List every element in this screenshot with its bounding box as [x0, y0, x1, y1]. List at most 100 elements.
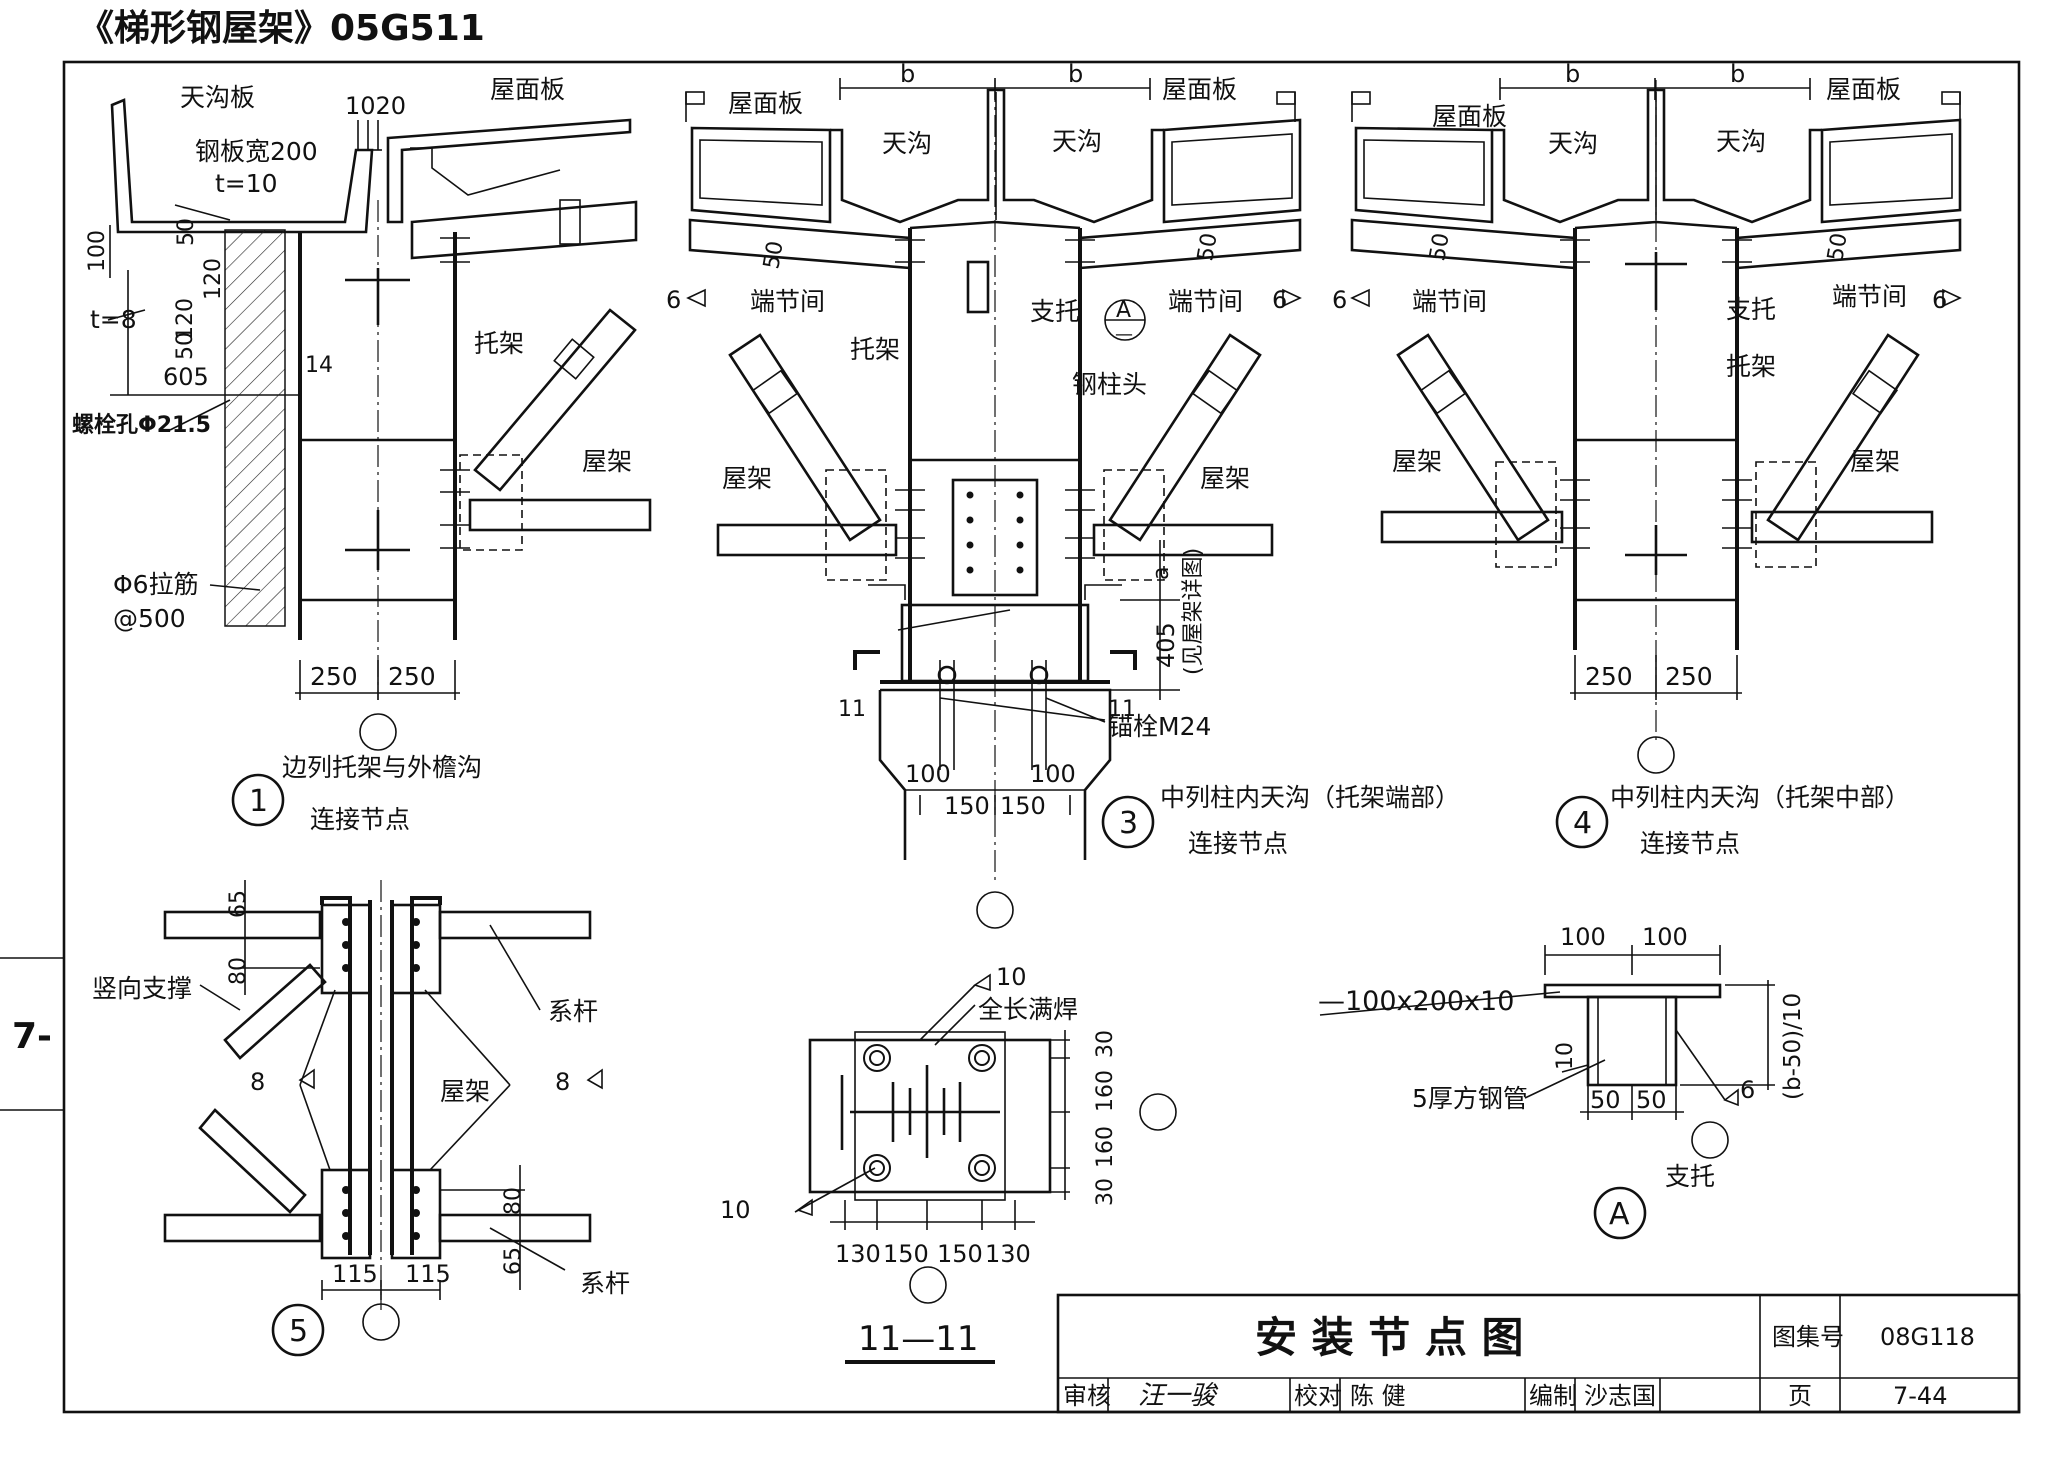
tie-bar-label: Φ6拉筋 [113, 570, 199, 599]
dim-50-right: 50 [1823, 231, 1852, 263]
roof-panel-right: 屋面板 [1826, 75, 1901, 104]
detail-4-caption-line1: 中列柱内天沟（托架中部） [1610, 783, 1910, 812]
detail-3-number: 3 [1119, 806, 1138, 841]
detail-5-number-circle [271, 1303, 325, 1357]
dim-115-left: 115 [332, 1260, 378, 1288]
weld-6-right: 6 [1932, 286, 1947, 314]
detail-1-number: 1 [249, 784, 268, 819]
support-truss-label: 托架 [850, 335, 900, 364]
anchor-bolt-label: 锚栓M24 [1108, 712, 1211, 741]
detail-4: b b 屋面板 屋面板 天沟 天沟 50 50 端节间 端节间 6 6 支托 托… [1332, 60, 1962, 858]
dim-100: 100 [85, 230, 110, 272]
roof-panel-right: 屋面板 [1162, 75, 1237, 104]
vertical-brace-label: 竖向支撑 [92, 974, 192, 1003]
detail-4-number-circle [1555, 795, 1609, 849]
section-mark-11-right: 11 [1108, 697, 1136, 722]
drawing-title: 安 装 节 点 图 [1255, 1313, 1524, 1362]
dim-80-top: 80 [226, 957, 251, 985]
side-tab: 7- [0, 957, 64, 1111]
roof-truss-left: 屋架 [1392, 447, 1442, 476]
plate-width-label: 钢板宽200 [195, 137, 318, 166]
checker-name: 陈 健 [1350, 1382, 1406, 1410]
detail-3-caption-line1: 中列柱内天沟（托架端部） [1160, 783, 1460, 812]
dim-50-left: 50 [1590, 1086, 1621, 1114]
dim-150-left: 150 [944, 792, 990, 820]
dim-100-right: 100 [1030, 760, 1076, 788]
end-panel-right: 端节间 [1168, 287, 1243, 316]
dim-250-left: 250 [1585, 662, 1633, 691]
detail-a-ref: A [1609, 1197, 1630, 1232]
dim-50-right: 50 [1636, 1086, 1667, 1114]
page-number: 7-44 [1893, 1382, 1947, 1410]
masonry-wall [224, 229, 286, 627]
detail-1: 天沟板 屋面板 1020 钢板宽200 t=10 t=8 100 50 120 … [72, 75, 652, 834]
plate-thickness-label: t=10 [215, 169, 278, 198]
weld-10-bottom-label: 10 [720, 1196, 751, 1224]
atlas-number-label: 图集号 [1772, 1323, 1844, 1351]
dim-50-right: 50 [1193, 231, 1222, 263]
review-label: 审核 [1063, 1382, 1111, 1410]
see-truss-note: (见屋架详图) [1181, 548, 1206, 675]
dim-b50-label: (b-50)/10 [1780, 993, 1806, 1100]
weld-8-right: 8 [555, 1068, 570, 1096]
weld-6-label: 6 [1740, 1076, 1755, 1104]
atlas-number: 08G118 [1880, 1323, 1975, 1351]
dim-100-left: 100 [1560, 923, 1606, 951]
roof-truss-right: 屋架 [1200, 464, 1250, 493]
drawing-header-title: 《梯形钢屋架》05G511 [78, 8, 485, 49]
dim-100-right: 100 [1642, 923, 1688, 951]
dim-605: 605 [163, 363, 209, 391]
end-panel-left: 端节间 [1412, 287, 1487, 316]
dim-115-right: 115 [405, 1260, 451, 1288]
gutter-left: 天沟 [1548, 129, 1598, 158]
dim-30-bottom: 30 [1093, 1178, 1118, 1206]
roof-panel-label: 屋面板 [490, 75, 565, 104]
compile-label: 编制 [1529, 1382, 1577, 1410]
gutter-board-label: 天沟板 [180, 83, 255, 112]
detail-3-number-circle [1101, 795, 1155, 849]
dim-50b: 50 [173, 332, 198, 360]
gutter-right: 天沟 [1052, 127, 1102, 156]
page-label: 页 [1788, 1382, 1812, 1410]
end-panel-left: 端节间 [750, 287, 825, 316]
dim-150-right: 150 [937, 1240, 983, 1268]
tie-rod-top-label: 系杆 [548, 997, 598, 1026]
dim-250-right: 250 [1665, 662, 1713, 691]
plate-label: —100x200x10 [1318, 986, 1514, 1017]
t8-label: t=8 [90, 305, 137, 334]
detail-5-number: 5 [289, 1314, 308, 1349]
weld-6-left: 6 [666, 286, 681, 314]
dim-250-right: 250 [388, 662, 436, 691]
side-tab-label: 7- [12, 1016, 52, 1057]
section-11-11: 10 全长满焊 30 160 160 30 10 130 150 150 130… [720, 963, 1177, 1364]
dim-150-right: 150 [1000, 792, 1046, 820]
weld-10-label: 10 [996, 963, 1027, 991]
check-label: 校对 [1294, 1382, 1342, 1410]
dim-405: 405 [1152, 622, 1180, 668]
gutter-left: 天沟 [882, 129, 932, 158]
drawing-frame [62, 60, 2021, 1414]
detail-3: b b 屋面板 屋面板 天沟 天沟 50 50 端节间 端节间 6 6 托架 支… [666, 60, 1460, 929]
ref-a: A [1116, 298, 1131, 323]
roof-truss-left: 屋架 [722, 464, 772, 493]
detail-1-caption-line2: 连接节点 [310, 805, 410, 834]
roof-truss-label: 屋架 [440, 1077, 490, 1106]
dim-30-top: 30 [1093, 1030, 1118, 1058]
dim-130-left: 130 [835, 1240, 881, 1268]
roof-panel-left: 屋面板 [728, 89, 803, 118]
dim-65-top: 65 [226, 890, 251, 918]
dim-130-right: 130 [985, 1240, 1031, 1268]
detail-3-caption-line2: 连接节点 [1188, 829, 1288, 858]
dim-120b: 120 [173, 298, 198, 340]
dim-160-top: 160 [1093, 1070, 1118, 1112]
section-title: 11—11 [858, 1319, 979, 1359]
detail-1-caption-line1: 边列托架与外檐沟 [282, 753, 482, 782]
title-block: 安 装 节 点 图 图集号 08G118 审核 汪一骏 校对 陈 健 编制 沙志… [1056, 1293, 2021, 1414]
dim-160-bottom: 160 [1093, 1126, 1118, 1168]
tie-rod-bottom-label: 系杆 [580, 1269, 630, 1298]
dim-150-left: 150 [883, 1240, 929, 1268]
dim-120: 120 [201, 258, 226, 300]
end-panel-right: 端节间 [1832, 282, 1907, 311]
dim-14: 14 [305, 353, 333, 378]
roof-truss-label: 屋架 [582, 447, 632, 476]
